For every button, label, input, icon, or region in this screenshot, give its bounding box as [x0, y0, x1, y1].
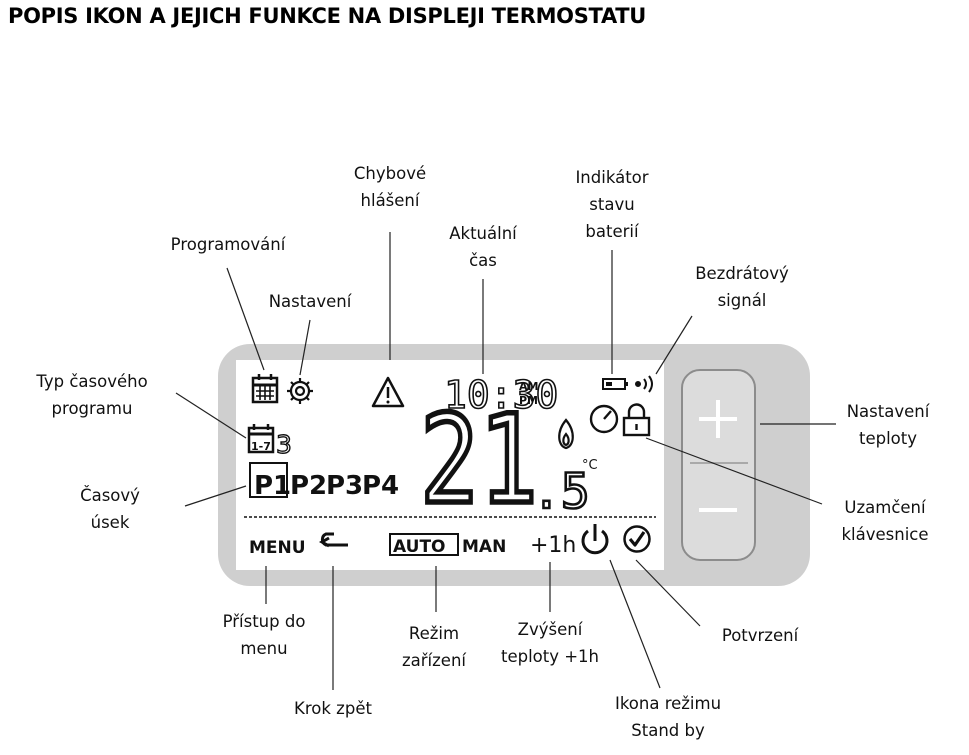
program-days-icon: [247, 424, 275, 454]
back-arrow-icon: [318, 532, 348, 548]
auto-mode-frame: [389, 533, 459, 556]
page-title: POPIS IKON A JEJICH FUNKCE NA DISPLEJI T…: [8, 4, 647, 28]
plus-icon: [699, 400, 737, 438]
time-slot-p1: P1: [254, 471, 291, 501]
flame-icon: [558, 418, 574, 450]
label-indikator-baterii: Indikátor stavu baterií: [575, 168, 649, 241]
label-standby: Ikona režimu Stand by: [614, 694, 722, 740]
time-display: 10:30: [444, 373, 558, 417]
auto-mode-label: AUTO: [393, 537, 446, 557]
calendar-icon: [251, 374, 279, 404]
label-typ-programu: Typ časového programu: [36, 372, 148, 418]
temperature-integer: 21: [420, 389, 538, 531]
power-icon: [581, 524, 609, 555]
menu-label: MENU: [249, 538, 306, 558]
label-nastaveni-teploty: Nastavení teploty: [846, 402, 930, 448]
gear-icon: [287, 378, 313, 404]
program-days-label: 1-7: [251, 440, 271, 453]
label-casovy-usek: Časový úsek: [80, 486, 140, 532]
callout-lines: [175, 232, 836, 690]
manual-mode-label: MAN: [462, 537, 506, 557]
am-indicator: AM: [519, 380, 538, 393]
label-aktualni-cas: Aktuální čas: [449, 224, 517, 270]
time-slot-p3: P3: [326, 471, 363, 501]
program-type-number: 3: [276, 430, 292, 459]
temperature-unit: °C: [582, 458, 598, 473]
label-zvyseni: Zvýšení teploty +1h: [500, 620, 600, 666]
label-pristup-menu: Přístup do menu: [222, 612, 306, 658]
time-slot-p4: P4: [362, 471, 399, 501]
label-chybove-hlaseni: Chybové hlášení: [353, 164, 427, 210]
boost-label: +1h: [530, 533, 576, 558]
time-slot-p2: P2: [290, 471, 327, 501]
timer-icon: [589, 404, 619, 434]
lock-icon: [622, 403, 651, 437]
warning-icon: [371, 376, 405, 408]
temperature-decimal: .5: [532, 464, 590, 520]
label-potvrzeni: Potvrzení: [721, 626, 799, 645]
label-nastaveni: Nastavení: [268, 292, 352, 311]
pm-indicator: PM: [519, 394, 538, 407]
label-programovani: Programování: [170, 235, 286, 254]
wireless-signal-icon: [635, 375, 653, 393]
label-uzamceni: Uzamčení klávesnice: [841, 498, 929, 544]
battery-icon: [602, 378, 628, 390]
label-rezim: Režim zařízení: [402, 624, 466, 670]
label-krok-zpet: Krok zpět: [294, 699, 372, 718]
check-icon: [623, 525, 651, 553]
label-bezdratovy-signal: Bezdrátový signál: [695, 264, 789, 310]
active-slot-frame: [249, 462, 288, 498]
